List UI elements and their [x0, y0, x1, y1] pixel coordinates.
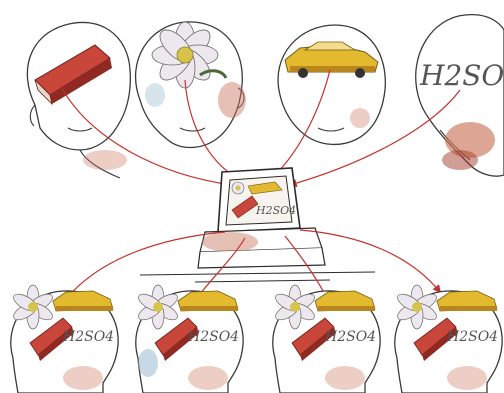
bottom-head-3-formula: H2SO4 [324, 329, 376, 345]
bottom-head-4: H2SO4 [395, 285, 502, 393]
bottom-head-3: H2SO4 [273, 285, 380, 393]
top-head-car [278, 25, 385, 144]
bottom-head-4-formula: H2SO4 [446, 329, 498, 345]
bottom-head-2: H2SO4 [136, 285, 243, 393]
formula-large-label: H2SO4 [419, 59, 504, 92]
bottom-head-1: H2SO4 [11, 285, 118, 393]
computer-icon: H2SO4 [140, 168, 375, 282]
bottom-head-2-formula: H2SO4 [187, 329, 239, 345]
top-head-formula: H2SO4 [416, 15, 504, 176]
bottom-head-1-formula: H2SO4 [62, 329, 114, 345]
formula-small-label: H2SO4 [255, 204, 296, 217]
top-head-book [27, 22, 130, 178]
top-head-flower [136, 22, 246, 148]
formula-icon: H2SO4 [419, 59, 504, 92]
